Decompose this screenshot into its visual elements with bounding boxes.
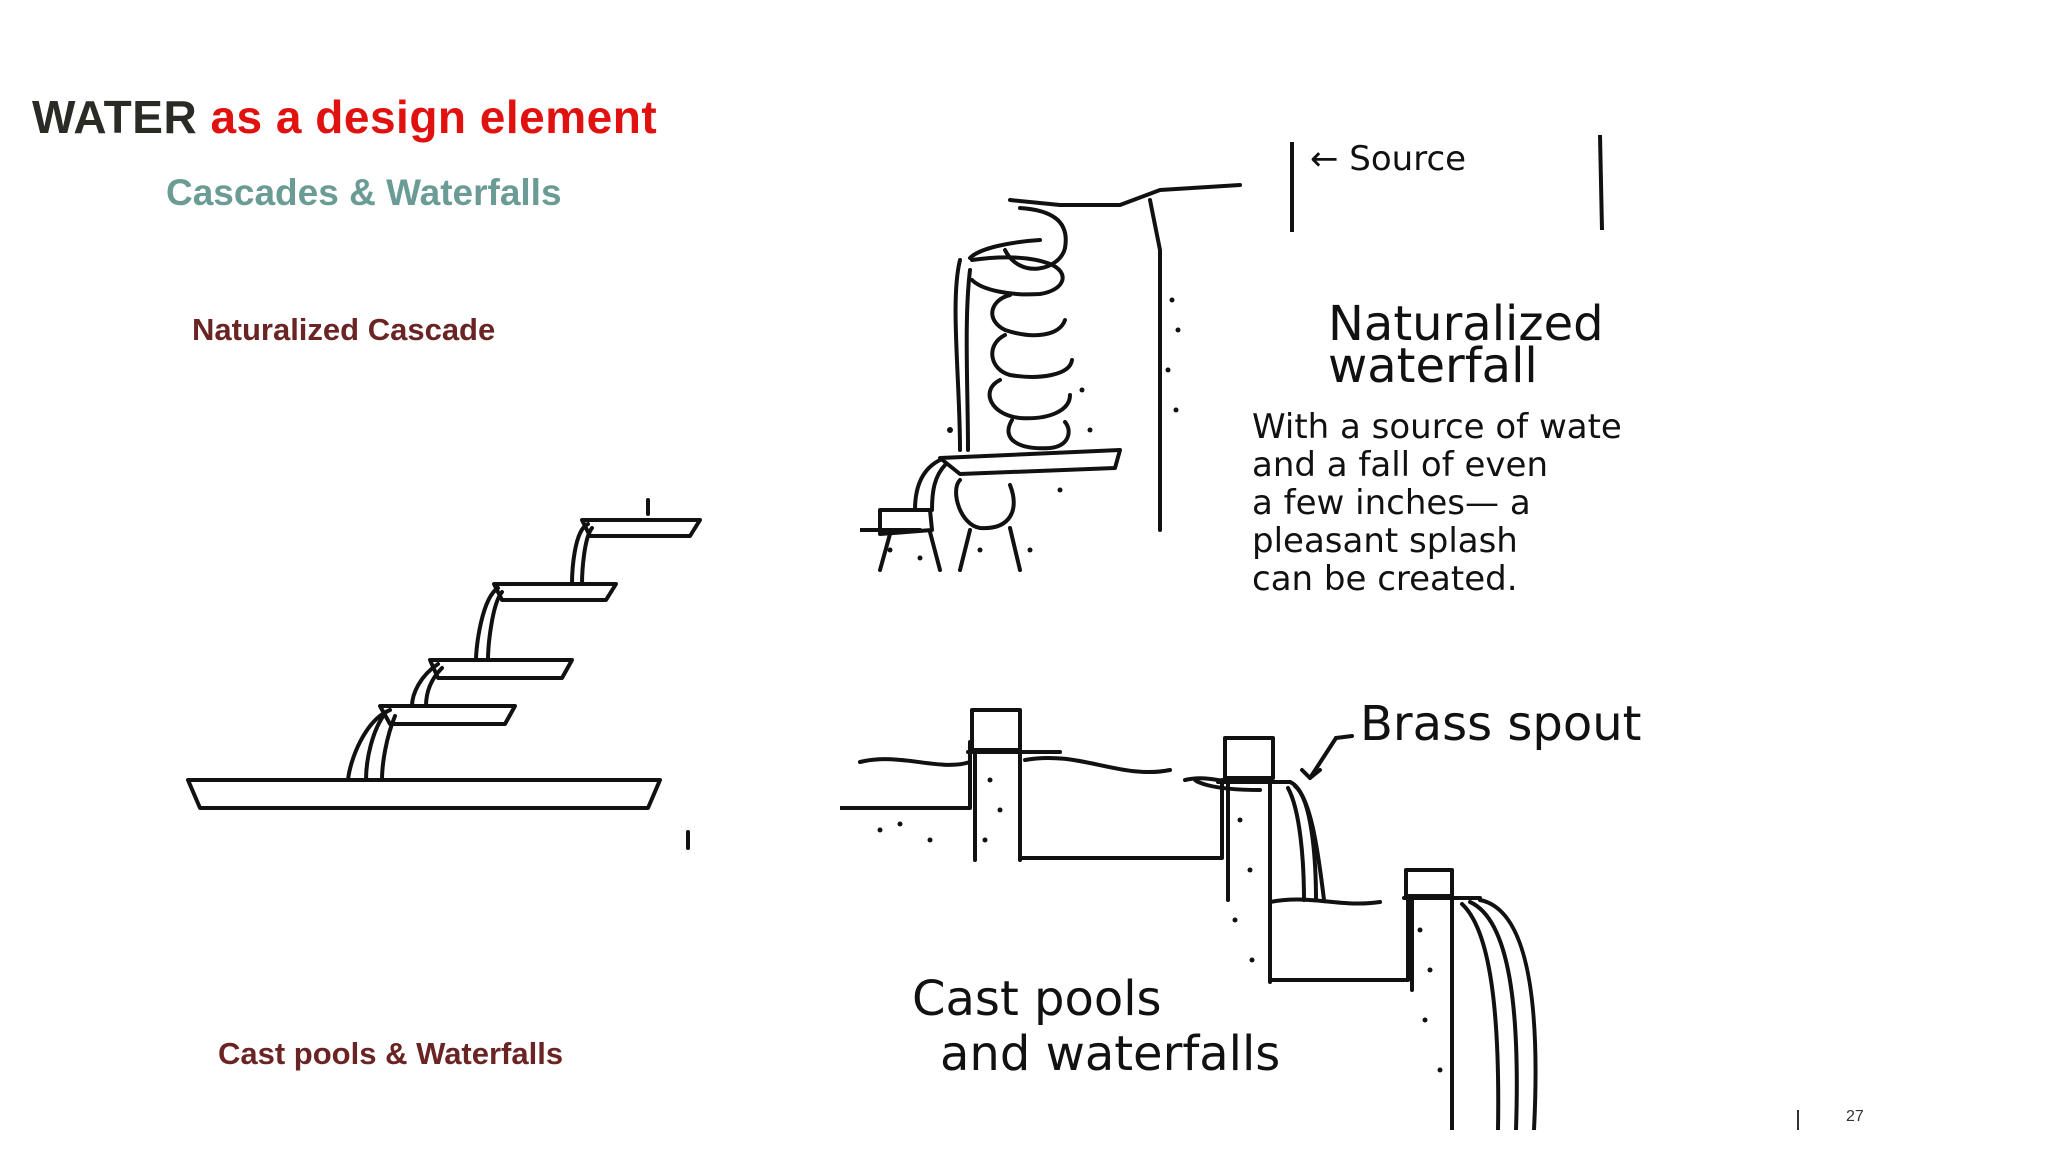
naturalized-body-line1: With a source of water — [1252, 407, 1620, 447]
naturalized-body-line2: and a fall of even — [1252, 445, 1548, 485]
label-naturalized-cascade: Naturalized Cascade — [192, 312, 496, 347]
brass-spout-annotation: Brass spout — [1360, 696, 1641, 752]
title-design-element: as a design element — [210, 91, 658, 143]
slide-title: WATER as a design element — [32, 90, 657, 144]
cast-caption-line2: and waterfalls — [940, 1026, 1280, 1082]
naturalized-heading-line2: waterfall — [1328, 338, 1538, 394]
page-number: 27 — [1846, 1108, 1864, 1125]
naturalized-body-line4: pleasant splash — [1252, 521, 1518, 561]
naturalized-heading-line1: Naturalized — [1328, 296, 1604, 352]
cascade-trough-sketch — [180, 480, 790, 860]
cascade-trough-drawing — [186, 498, 702, 850]
naturalized-body-line5: can be created. — [1252, 559, 1518, 599]
label-cast-pools: Cast pools & Waterfalls — [218, 1036, 564, 1071]
title-water: WATER — [32, 91, 198, 143]
naturalized-waterfall-drawing: ← Source Naturalized waterfall With a so… — [860, 134, 1620, 599]
naturalized-body-line3: a few inches— a — [1252, 483, 1531, 523]
footer-divider — [1797, 1110, 1799, 1130]
source-annotation: ← Source — [1310, 139, 1466, 179]
cast-caption-line1: Cast pools — [912, 971, 1162, 1027]
slide-subtitle: Cascades & Waterfalls — [166, 172, 562, 213]
cast-pools-sketch: Brass spout Cast pools and waterfalls — [840, 690, 1660, 1130]
cast-pools-drawing: Brass spout Cast pools and waterfalls — [840, 696, 1641, 1130]
naturalized-waterfall-sketch: ← Source Naturalized waterfall With a so… — [860, 130, 1620, 600]
